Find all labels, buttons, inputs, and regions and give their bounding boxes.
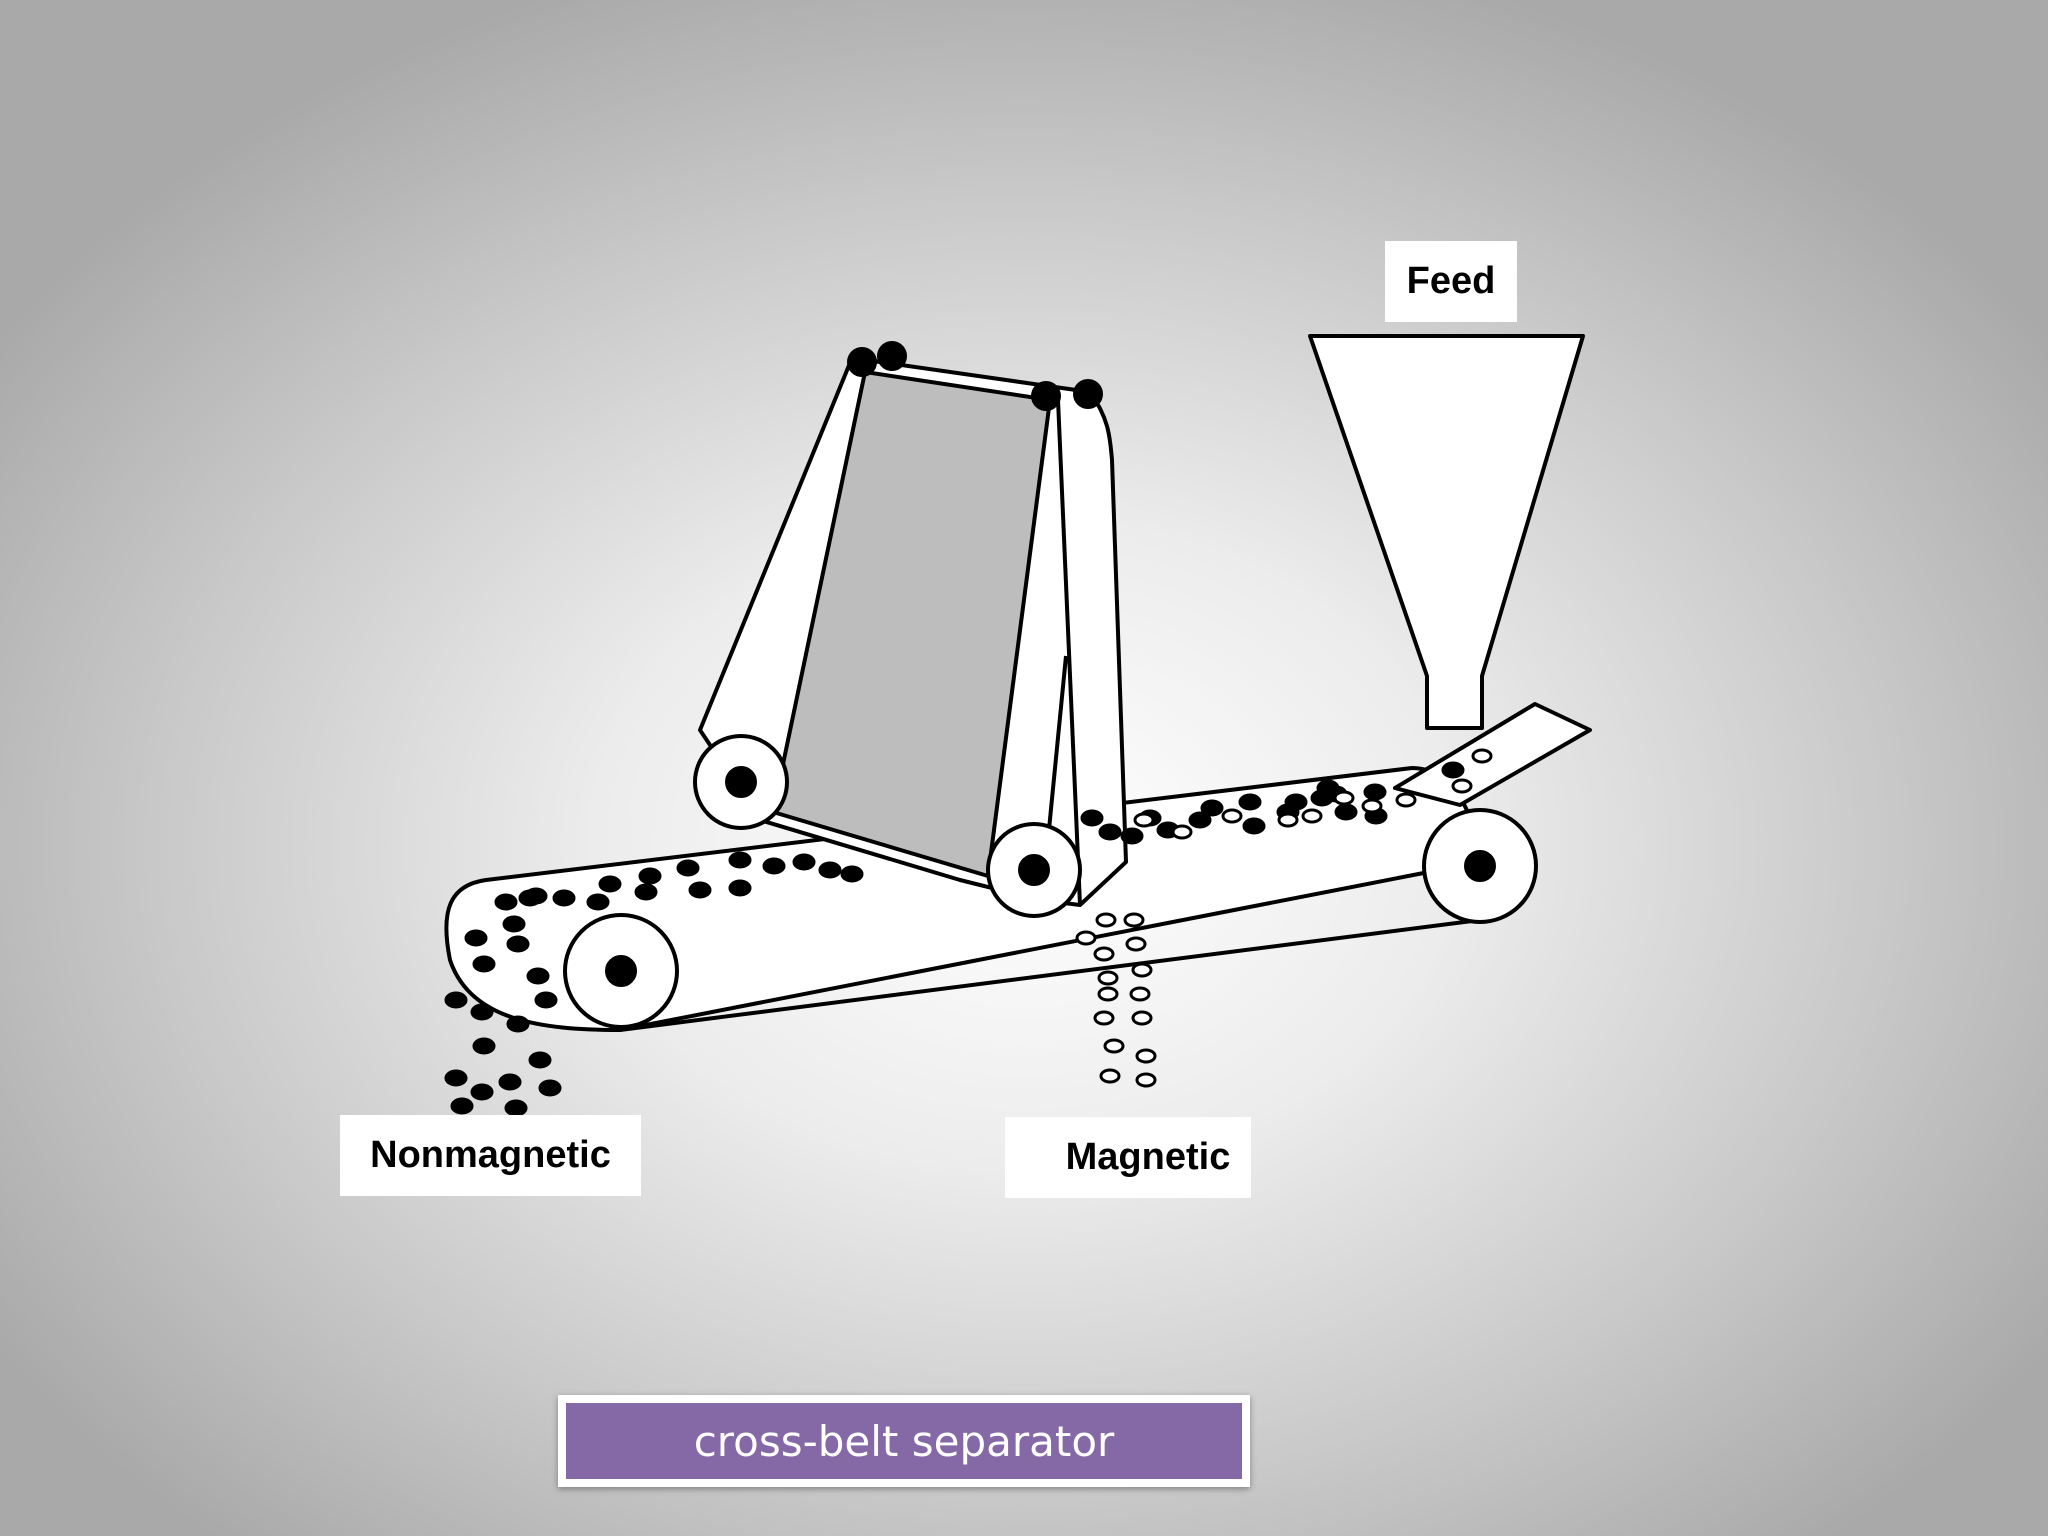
main-belt-lower-run	[619, 918, 1481, 1032]
nonmagnetic-particle	[598, 875, 622, 893]
nonmagnetic-particle	[1441, 761, 1465, 779]
nonmagnetic-particle	[464, 929, 488, 947]
magnetic-particle	[1103, 1038, 1125, 1054]
nonmagnetic-particle	[792, 853, 816, 871]
nonmagnetic-particle	[762, 857, 786, 875]
nonmagnetic-particle	[1238, 793, 1262, 811]
magnetic-particle	[1125, 936, 1147, 952]
nonmagnetic-label: Nonmagnetic	[340, 1115, 641, 1196]
top-roller	[847, 347, 877, 377]
nonmagnetic-particle	[502, 915, 526, 933]
magnetic-particle	[1135, 1072, 1157, 1088]
magnetic-particle	[1095, 912, 1117, 928]
cross-belt-side-line	[1056, 399, 1082, 906]
nonmagnetic-particle	[1188, 811, 1212, 829]
nonmagnetic-particle	[818, 861, 842, 879]
nonmagnetic-particle	[472, 1037, 496, 1055]
magnetic-particle	[1129, 986, 1151, 1002]
magnetic-particle	[1471, 748, 1493, 764]
nonmagnetic-particle	[528, 1051, 552, 1069]
feed-tray	[1393, 702, 1592, 807]
magnetic-particle	[1451, 778, 1473, 794]
nonmagnetic-particle	[506, 1015, 530, 1033]
magnetic-particle	[1171, 824, 1193, 840]
nonmagnetic-particle	[444, 991, 468, 1009]
nonmagnetic-particle	[526, 967, 550, 985]
nonmagnetic-particle	[472, 955, 496, 973]
cross-belt-assembly	[693, 341, 1128, 918]
nonmagnetic-particle	[538, 1079, 562, 1097]
nonmagnetic-particle	[506, 935, 530, 953]
magnetic-particle	[1333, 790, 1355, 806]
main-belt-pulleys	[563, 808, 1538, 1029]
nonmagnetic-particle	[688, 881, 712, 899]
magnetic-particle	[1075, 930, 1097, 946]
magnetic-particle	[1093, 946, 1115, 962]
cross-belt-top-rollers	[847, 341, 1103, 411]
magnetic-particle	[1131, 962, 1153, 978]
top-roller	[1031, 381, 1061, 411]
nonmagnetic-particle	[470, 1083, 494, 1101]
nonmagnetic-particle	[676, 859, 700, 877]
magnetic-particle	[1301, 808, 1323, 824]
top-roller	[877, 341, 907, 371]
magnetic-particle	[1133, 812, 1155, 828]
feed-hopper-body	[1308, 334, 1585, 730]
nonmagnetic-particle	[840, 865, 864, 883]
caption: cross-belt separator	[566, 1403, 1242, 1479]
caption-frame: cross-belt separator	[558, 1395, 1250, 1487]
nonmagnetic-particle	[638, 867, 662, 885]
nonmagnetic-particle	[494, 893, 518, 911]
nonmagnetic-particle	[586, 893, 610, 911]
nonmagnetic-particle	[1316, 779, 1340, 797]
magnetic-particle	[1221, 808, 1243, 824]
nonmagnetic-particle	[1363, 783, 1387, 801]
nonmagnetic-particle	[534, 991, 558, 1009]
feed-label: Feed	[1385, 241, 1517, 322]
nonmagnetic-particle	[1334, 803, 1358, 821]
magnetic-particle	[1395, 792, 1417, 808]
magnetic-particle	[1135, 1048, 1157, 1064]
feed-tray-plate	[1393, 702, 1592, 807]
nonmagnetic-particle	[552, 889, 576, 907]
nonmagnetic-particle	[1200, 799, 1224, 817]
nonmagnetic-particle	[504, 1099, 528, 1117]
magnetic-particle	[1097, 986, 1119, 1002]
nonmagnetic-particle	[450, 1097, 474, 1115]
magnetic-particle	[1361, 798, 1383, 814]
cross-belt-right-pulley-axle	[1018, 854, 1050, 886]
cross-belt-left-pulley-axle	[725, 766, 757, 798]
nonmagnetic-particle	[1080, 809, 1104, 827]
magnetic-label: Magnetic	[1005, 1117, 1251, 1198]
nonmagnetic-particle	[1242, 817, 1266, 835]
magnetic-particle	[1277, 812, 1299, 828]
magnetic-particle	[1131, 1010, 1153, 1026]
main-belt-right-pulley-axle	[1464, 850, 1496, 882]
nonmagnetic-particle	[444, 1069, 468, 1087]
magnetic-particle	[1093, 1010, 1115, 1026]
top-roller	[1073, 379, 1103, 409]
nonmagnetic-particle	[1098, 823, 1122, 841]
nonmagnetic-particle	[524, 887, 548, 905]
nonmagnetic-particle	[498, 1073, 522, 1091]
nonmagnetic-particle	[634, 883, 658, 901]
magnetic-particle	[1097, 970, 1119, 986]
nonmagnetic-particle	[1120, 827, 1144, 845]
main-belt-left-pulley-axle	[605, 955, 637, 987]
magnetic-particle	[1099, 1068, 1121, 1084]
magnetic-particle	[1123, 912, 1145, 928]
feed-hopper	[1308, 334, 1585, 730]
nonmagnetic-particle	[728, 851, 752, 869]
particles	[444, 748, 1493, 1117]
nonmagnetic-particle	[470, 1003, 494, 1021]
nonmagnetic-particle	[728, 879, 752, 897]
